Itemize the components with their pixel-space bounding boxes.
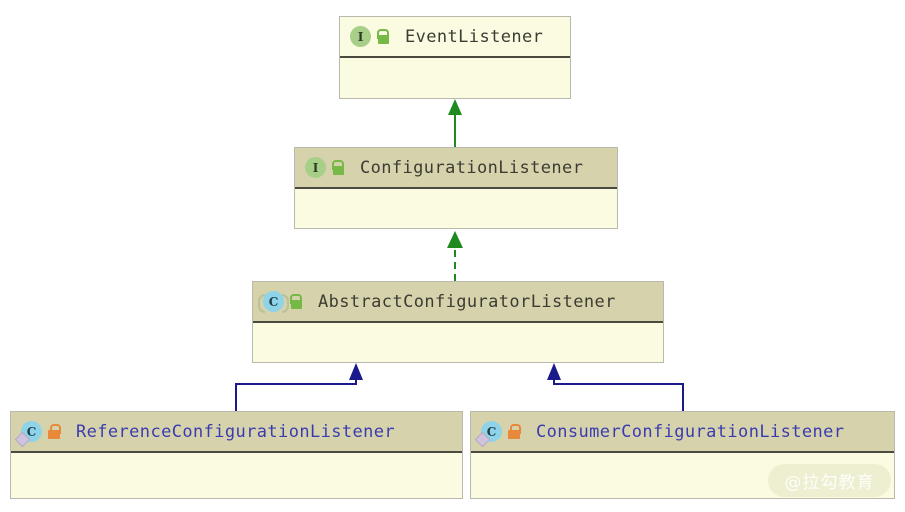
lock-open-icon — [332, 160, 346, 175]
class-box-members — [340, 58, 570, 98]
edge-reference-extends-abstract — [235, 363, 363, 411]
watermark-label: @拉勾教育 — [784, 473, 875, 493]
edge-config-extends-event — [448, 99, 462, 147]
class-box-event-listener[interactable]: I EventListener — [339, 16, 571, 99]
abstract-class-icon: C — [258, 291, 289, 313]
watermark-badge: @拉勾教育 — [768, 464, 891, 497]
class-box-header: C AbstractConfiguratorListener — [253, 282, 663, 323]
class-name-label: ReferenceConfigurationListener — [76, 421, 396, 442]
class-box-header: I EventListener — [340, 17, 570, 58]
class-box-consumer-configuration-listener[interactable]: C ConsumerConfigurationListener — [470, 411, 895, 499]
class-box-members — [295, 189, 617, 228]
class-box-configuration-listener[interactable]: I ConfigurationListener — [294, 147, 618, 229]
lock-closed-icon — [508, 424, 522, 439]
class-name-label: ConfigurationListener — [360, 157, 584, 178]
class-box-reference-configuration-listener[interactable]: C ReferenceConfigurationListener — [10, 411, 463, 499]
lock-open-icon — [290, 294, 304, 309]
lock-closed-icon — [48, 424, 62, 439]
interface-icon: I — [305, 157, 326, 178]
class-icon: C — [481, 421, 502, 442]
class-box-members — [11, 453, 462, 498]
class-box-abstract-configurator-listener[interactable]: C AbstractConfiguratorListener — [252, 281, 664, 363]
lock-open-icon — [377, 29, 391, 44]
class-name-label: AbstractConfiguratorListener — [318, 291, 616, 312]
class-name-label: ConsumerConfigurationListener — [536, 421, 845, 442]
interface-icon: I — [350, 26, 371, 47]
class-name-label: EventListener — [405, 26, 544, 47]
class-icon: C — [21, 421, 42, 442]
class-box-header: C ReferenceConfigurationListener — [11, 412, 462, 453]
edge-consumer-extends-abstract — [547, 363, 684, 411]
class-box-header: I ConfigurationListener — [295, 148, 617, 189]
class-box-members — [253, 323, 663, 362]
class-box-header: C ConsumerConfigurationListener — [471, 412, 894, 453]
edge-abstract-implements-config — [447, 231, 463, 281]
